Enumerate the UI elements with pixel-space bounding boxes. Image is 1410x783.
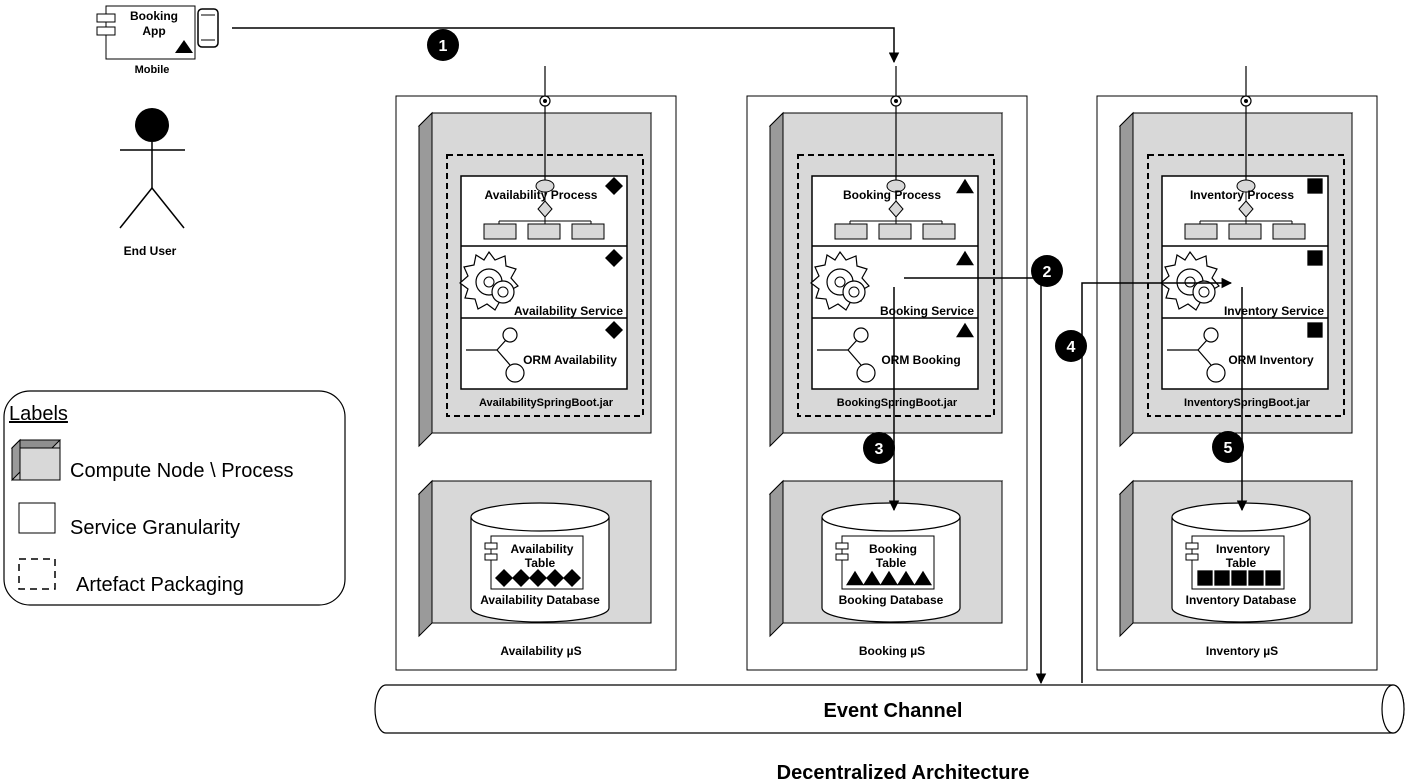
diamond-icon bbox=[605, 249, 623, 267]
process-label: Availability Process bbox=[485, 188, 598, 202]
smartphone-icon bbox=[197, 8, 219, 48]
orm-label: ORM Availability bbox=[523, 353, 617, 367]
triangle-icon bbox=[175, 40, 193, 53]
microservice-label: Inventory µS bbox=[1206, 644, 1278, 658]
table-label-line1: Availability bbox=[511, 542, 574, 556]
orm-label: ORM Inventory bbox=[1228, 353, 1314, 367]
person-icon bbox=[135, 108, 169, 142]
step-number: 5 bbox=[1224, 440, 1233, 457]
square-icon bbox=[1265, 570, 1281, 586]
step-badge-4: 4 bbox=[1055, 330, 1087, 362]
square-icon bbox=[1197, 570, 1213, 586]
step-badge-1: 1 bbox=[427, 29, 459, 61]
legend-service-granularity-icon bbox=[18, 502, 56, 534]
artefact-packaging-box bbox=[446, 154, 644, 417]
database-label: Inventory Database bbox=[1186, 593, 1297, 607]
square-icon bbox=[1307, 250, 1323, 266]
mobile-app-label-line2: App bbox=[142, 24, 165, 38]
jar-label: BookingSpringBoot.jar bbox=[837, 397, 958, 409]
process-flow-icon bbox=[483, 179, 605, 240]
square-icon bbox=[1248, 570, 1264, 586]
process-label: Booking Process bbox=[843, 188, 941, 202]
step-number: 1 bbox=[439, 38, 448, 55]
orm-icon bbox=[817, 327, 876, 383]
table-label-line2: Table bbox=[525, 556, 556, 570]
triangle-icon bbox=[956, 322, 974, 338]
step-number: 2 bbox=[1043, 264, 1052, 281]
step-badge-2: 2 bbox=[1031, 255, 1063, 287]
diamond-icon bbox=[546, 569, 564, 587]
diamond-icon bbox=[495, 569, 513, 587]
event-channel: Event Channel bbox=[374, 684, 1405, 734]
triangle-icon bbox=[846, 570, 864, 586]
orm-icon bbox=[466, 327, 525, 383]
service-label: Inventory Service bbox=[1224, 304, 1324, 318]
table-label-line2: Table bbox=[1226, 556, 1257, 570]
end-user-actor: End User bbox=[119, 108, 185, 258]
triangle-icon bbox=[863, 570, 881, 586]
step-number: 4 bbox=[1067, 339, 1076, 356]
step-number: 3 bbox=[875, 441, 884, 458]
triangle-icon bbox=[897, 570, 915, 586]
diamond-icon bbox=[605, 177, 623, 195]
legend: Labels Compute Node \ Process Service Gr… bbox=[3, 390, 346, 606]
microservice-label: Booking µS bbox=[859, 644, 925, 658]
square-icon bbox=[1231, 570, 1247, 586]
mobile-app-component: Booking App Mobile bbox=[96, 5, 219, 76]
jar-label: InventorySpringBoot.jar bbox=[1184, 397, 1311, 409]
end-user-label: End User bbox=[124, 244, 177, 258]
diamond-icon bbox=[529, 569, 547, 587]
event-channel-label: Event Channel bbox=[824, 700, 963, 722]
diamond-icon bbox=[605, 321, 623, 339]
legend-item-artefact-packaging: Artefact Packaging bbox=[76, 574, 244, 596]
database-label: Booking Database bbox=[839, 593, 944, 607]
triangle-icon bbox=[956, 250, 974, 266]
legend-artefact-packaging-icon bbox=[18, 558, 56, 590]
triangle-icon bbox=[880, 570, 898, 586]
legend-title: Labels bbox=[9, 403, 68, 425]
table-label-line2: Table bbox=[876, 556, 907, 570]
jar-label: AvailabilitySpringBoot.jar bbox=[479, 397, 614, 409]
legend-item-service-granularity: Service Granularity bbox=[70, 517, 240, 539]
table-label-line1: Booking bbox=[869, 542, 917, 556]
artefact-packaging-box bbox=[797, 154, 995, 417]
service-label: Booking Service bbox=[880, 304, 974, 318]
square-icon bbox=[1214, 570, 1230, 586]
legend-item-compute-node: Compute Node \ Process bbox=[70, 460, 293, 482]
microservice-label: Availability µS bbox=[500, 644, 581, 658]
artefact-packaging-box bbox=[1147, 154, 1345, 417]
arrow-4-event-channel-to-inventory bbox=[1081, 277, 1233, 683]
flow-arrows bbox=[232, 27, 1248, 685]
service-label: Availability Service bbox=[514, 304, 623, 318]
diamond-icon bbox=[512, 569, 530, 587]
mobile-app-label-line1: Booking bbox=[130, 9, 178, 23]
process-label: Inventory Process bbox=[1190, 188, 1294, 202]
diagram-caption: Decentralized Architecture bbox=[777, 762, 1030, 783]
square-icon bbox=[1307, 178, 1323, 194]
mobile-caption: Mobile bbox=[135, 64, 170, 76]
arrow-1-mobile-to-booking bbox=[232, 27, 900, 64]
table-label-line1: Inventory bbox=[1216, 542, 1270, 556]
step-badge-5: 5 bbox=[1212, 431, 1244, 463]
database-label: Availability Database bbox=[480, 593, 600, 607]
triangle-icon bbox=[914, 570, 932, 586]
diamond-icon bbox=[563, 569, 581, 587]
orm-label: ORM Booking bbox=[881, 353, 960, 367]
process-flow-icon bbox=[834, 179, 956, 240]
triangle-icon bbox=[956, 178, 974, 194]
process-flow-icon bbox=[1184, 179, 1306, 240]
step-badge-3: 3 bbox=[863, 432, 895, 464]
orm-icon bbox=[1167, 327, 1226, 383]
square-icon bbox=[1307, 322, 1323, 338]
legend-compute-node-icon bbox=[10, 438, 62, 482]
